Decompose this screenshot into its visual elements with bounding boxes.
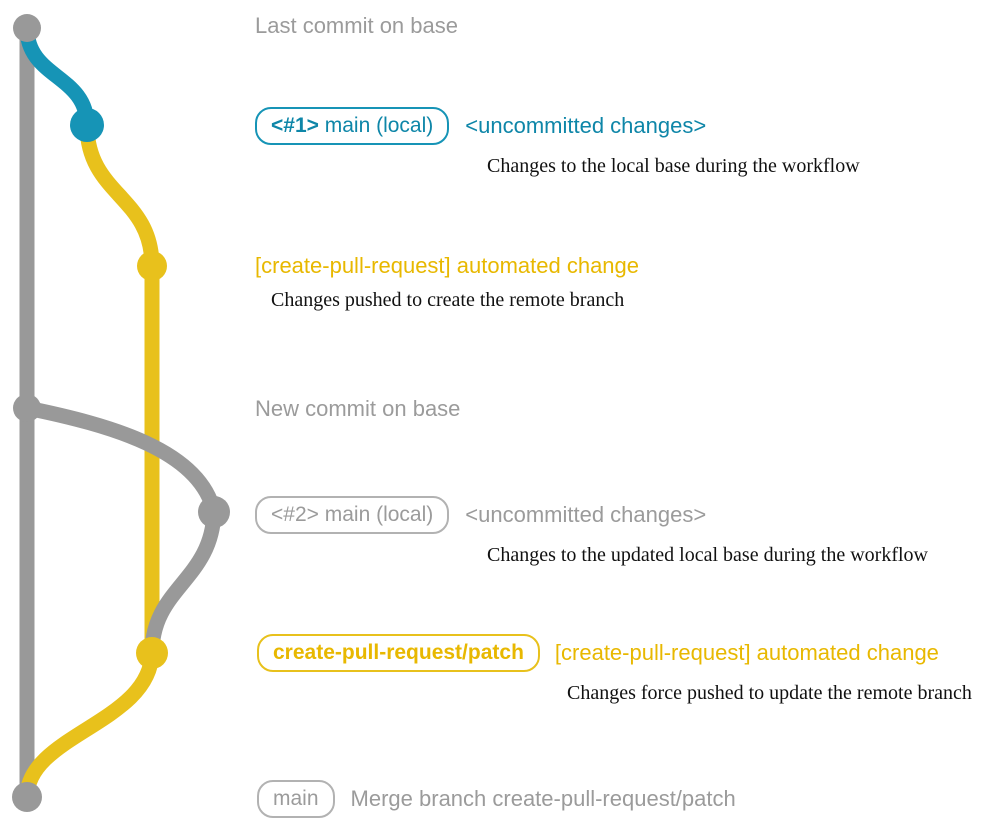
branch-badge-local-1[interactable]: <#1> main (local) <box>255 107 450 145</box>
branch-badge-suffix: main (local) <box>318 114 434 137</box>
edge-local-2-to-remote-2 <box>144 504 222 661</box>
entry-headline: Last commit on base <box>255 13 458 38</box>
entry-local-change-2: <#2> main (local) <uncommitted changes> … <box>255 496 928 567</box>
edge-local-1-to-remote-1 <box>79 117 160 274</box>
branch-badge-remote-patch[interactable]: create-pull-request/patch <box>257 634 540 672</box>
entry-merge-commit: main Merge branch create-pull-request/pa… <box>257 780 736 818</box>
node-remote-patch-1[interactable] <box>137 251 167 281</box>
entry-new-commit-on-base: New commit on base <box>255 396 460 422</box>
entry-subline: Changes to the updated local base during… <box>487 544 928 566</box>
branch-badge-prefix: create-pull-request/patch <box>273 641 524 664</box>
node-base-head[interactable] <box>13 14 41 42</box>
edge-base-to-local-1 <box>19 20 95 133</box>
entry-headline: [create-pull-request] automated change <box>554 640 939 665</box>
entry-headline: [create-pull-request] automated change <box>255 253 640 278</box>
node-base-new[interactable] <box>13 394 41 422</box>
branch-badge-prefix: <#2> <box>271 503 319 526</box>
branch-badge-main[interactable]: main <box>257 780 335 818</box>
entry-subline: Changes force pushed to update the remot… <box>567 682 972 704</box>
node-local-commit-1[interactable] <box>70 108 104 142</box>
entry-subline: Changes to the local base during the wor… <box>487 155 860 177</box>
entry-headline: <uncommitted changes> <box>465 502 707 527</box>
branch-badge-local-2[interactable]: <#2> main (local) <box>255 496 450 534</box>
entry-automated-change-1: [create-pull-request] automated change C… <box>255 253 639 312</box>
node-local-commit-2[interactable] <box>198 496 230 528</box>
entry-local-change-1: <#1> main (local) <uncommitted changes> … <box>255 107 860 178</box>
node-remote-patch-2[interactable] <box>136 637 168 669</box>
entry-subline: Changes pushed to create the remote bran… <box>271 289 625 311</box>
entry-headline: Merge branch create-pull-request/patch <box>350 786 736 811</box>
edge-base-new-to-local-2 <box>19 400 222 520</box>
branch-badge-prefix: main <box>273 787 319 810</box>
node-merge-commit[interactable] <box>12 782 42 812</box>
branch-badge-suffix: main (local) <box>318 503 434 526</box>
edge-remote-2-to-merge <box>19 645 160 805</box>
entry-automated-change-2: create-pull-request/patch [create-pull-r… <box>257 634 972 705</box>
entry-headline: New commit on base <box>255 396 461 421</box>
entry-headline: <uncommitted changes> <box>465 113 707 138</box>
branch-badge-prefix: <#1> <box>271 114 319 137</box>
entry-last-commit-on-base: Last commit on base <box>255 13 458 39</box>
